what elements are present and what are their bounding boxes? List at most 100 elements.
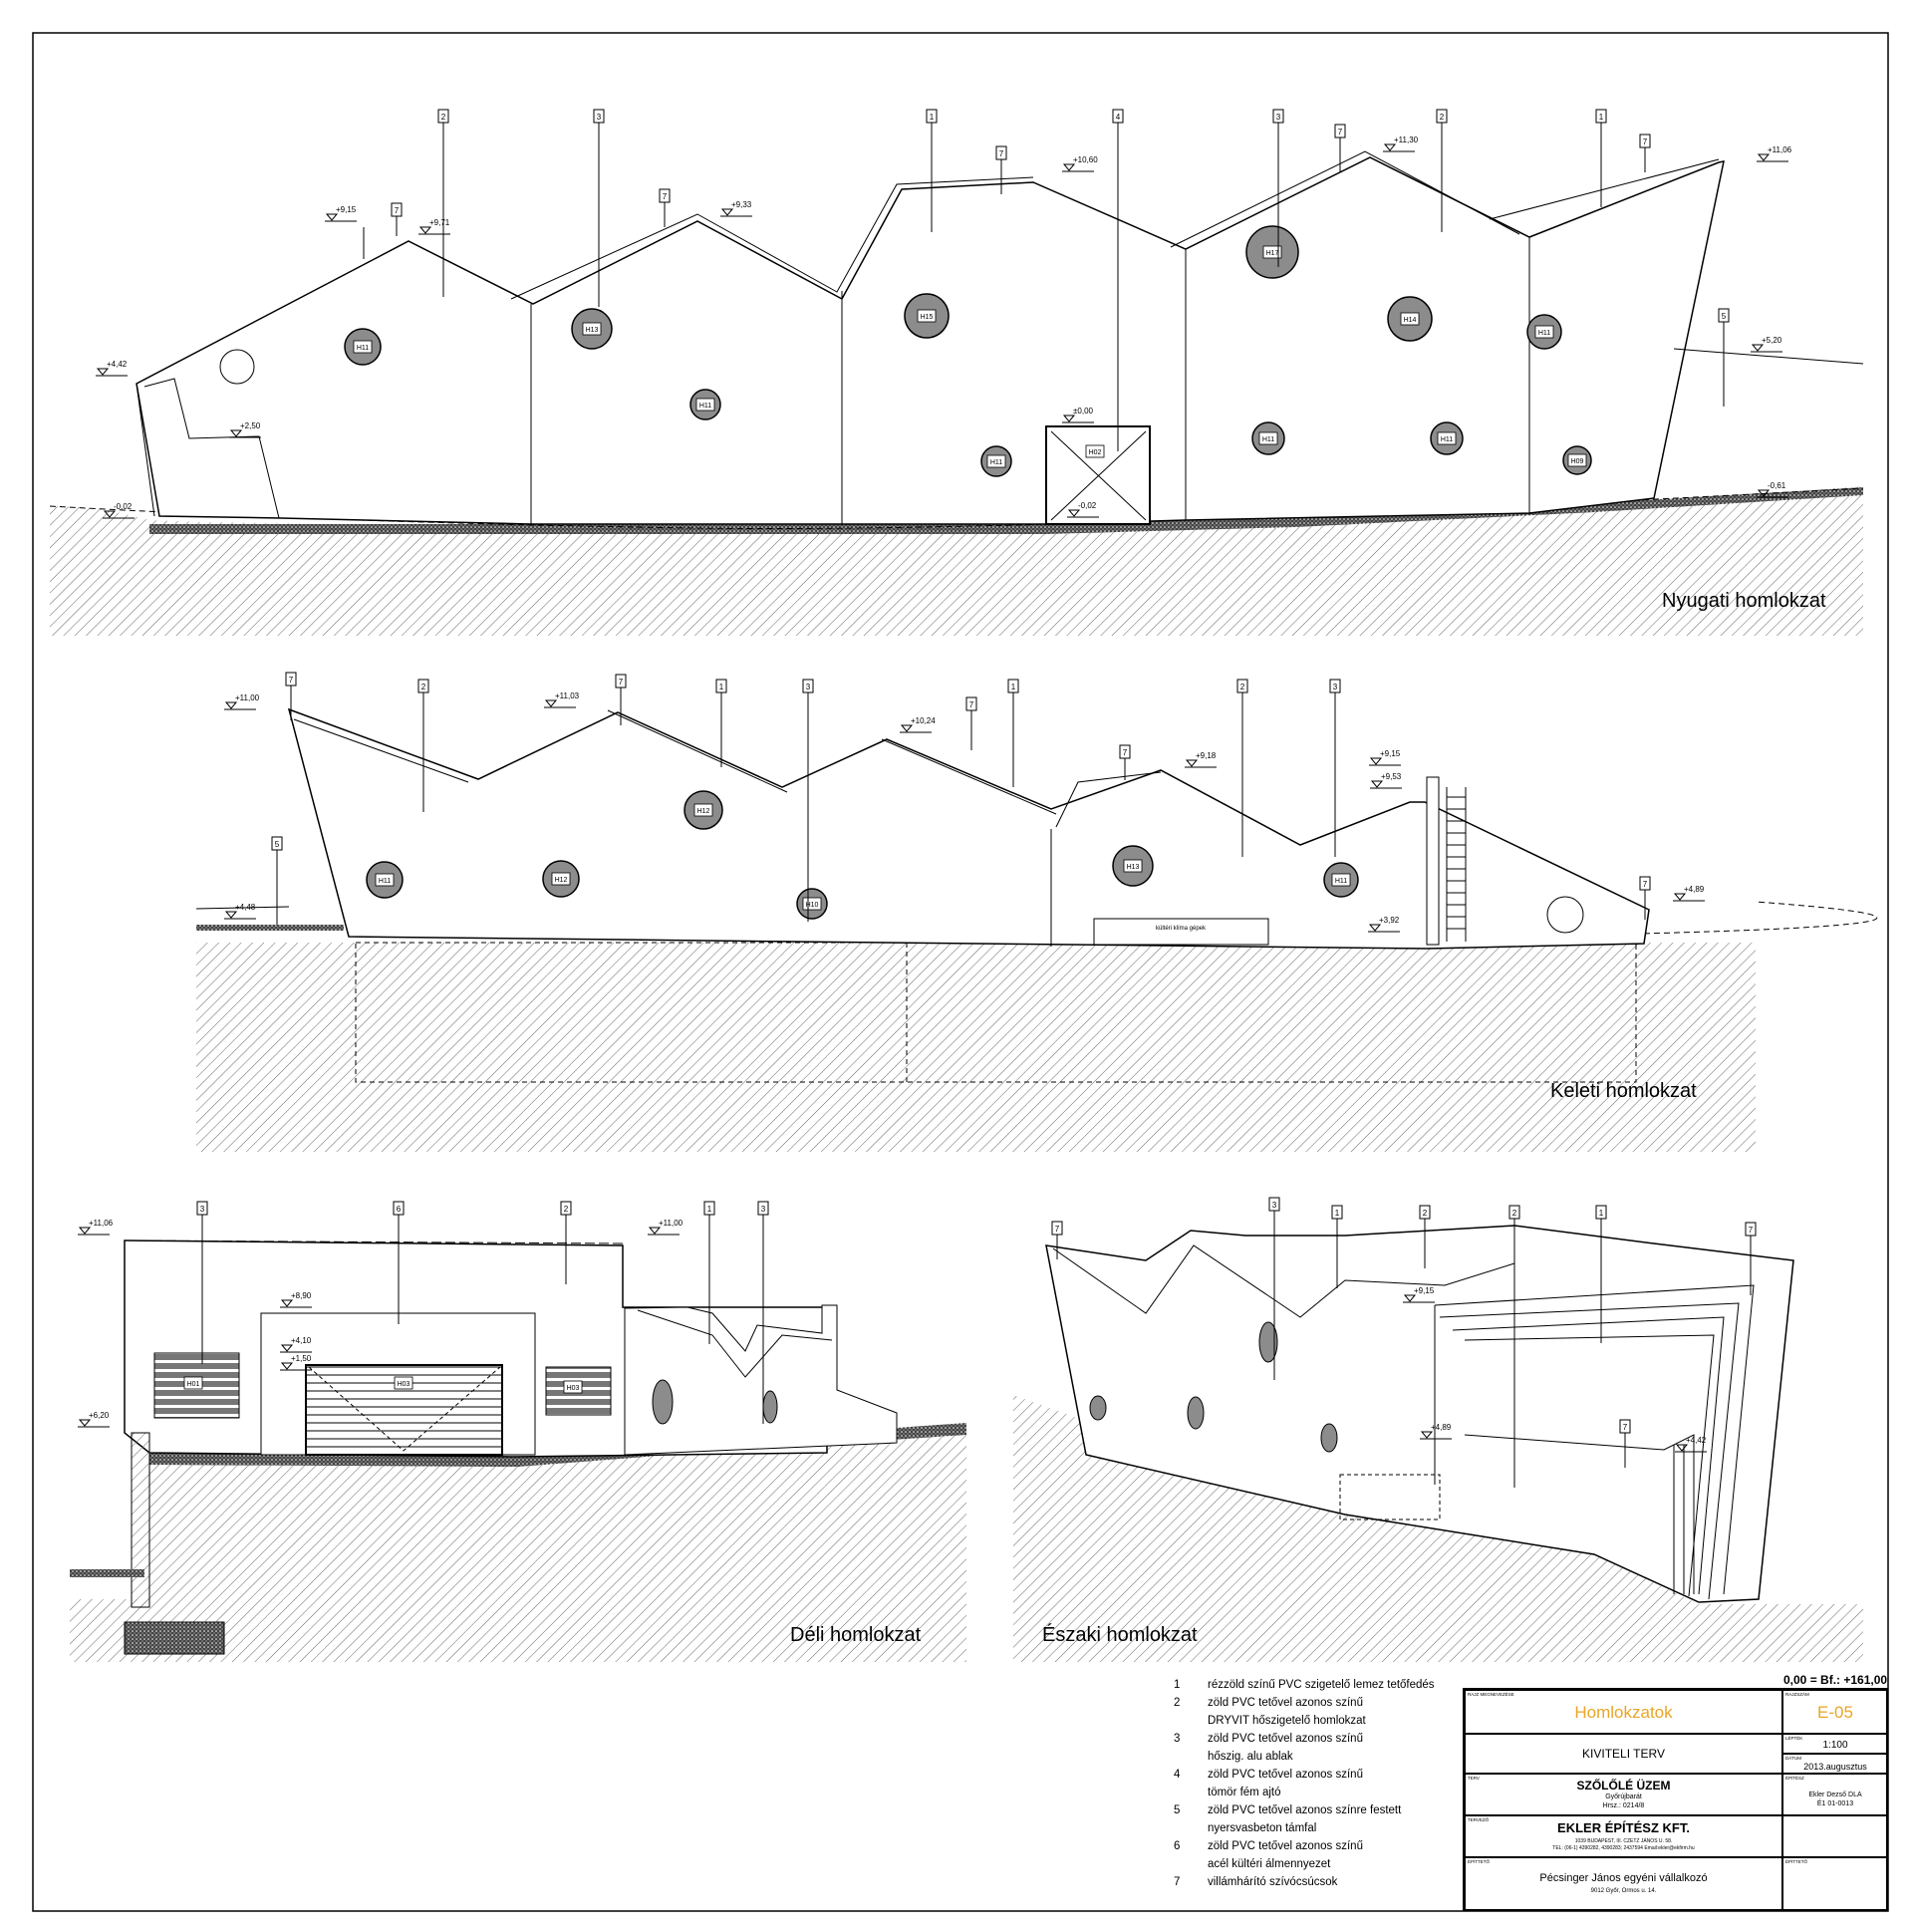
leader-number: 1 bbox=[719, 683, 724, 691]
level-value: +3,92 bbox=[1379, 916, 1400, 925]
material-legend: 1 rézzöld színű PVC szigetelő lemez tetőf… bbox=[1174, 1676, 1448, 1891]
level-marker bbox=[720, 208, 734, 216]
level-marker bbox=[1673, 893, 1687, 901]
window-label: H11 bbox=[699, 403, 711, 410]
level-value: -0,02 bbox=[1078, 501, 1097, 510]
level-marker bbox=[1067, 509, 1081, 517]
tb-drawing-number-cell: RAJZSZÁM E-05 bbox=[1782, 1690, 1888, 1734]
legend-line: tömör fém ajtó bbox=[1208, 1787, 1281, 1798]
leader-number: 7 bbox=[663, 192, 668, 201]
slope-line bbox=[195, 906, 290, 910]
leader-number: 7 bbox=[1643, 880, 1648, 889]
window-label: H13 bbox=[586, 327, 599, 334]
ac-units-note: kültéri klíma gépek bbox=[1156, 926, 1207, 932]
level-value: -0,02 bbox=[114, 502, 133, 511]
leader-number: 7 bbox=[1123, 748, 1128, 757]
level-value: +9,18 bbox=[1196, 751, 1217, 760]
view-east-elevation: kültéri klíma gépek bbox=[195, 707, 1878, 1152]
leader-number: 7 bbox=[1643, 138, 1648, 146]
leader-number: 1 bbox=[1599, 113, 1604, 122]
building-outline bbox=[1045, 1225, 1794, 1603]
level-marker bbox=[229, 429, 243, 437]
window-tag bbox=[394, 1376, 413, 1390]
portal-frame-mid bbox=[1439, 1302, 1740, 1600]
level-value: +11,06 bbox=[89, 1219, 114, 1228]
tb-phase-cell: KIVITELI TERV bbox=[1465, 1734, 1782, 1774]
portal-frame-inner bbox=[1464, 1334, 1715, 1597]
tower bbox=[1426, 776, 1440, 946]
level-value: +11,00 bbox=[659, 1219, 683, 1228]
legend-line: hőszig. alu ablak bbox=[1208, 1751, 1293, 1763]
level-value: -0,61 bbox=[1768, 481, 1786, 490]
scale: 1:100 bbox=[1822, 1740, 1848, 1751]
tb-date-cell: DÁTUM 2013.augusztus bbox=[1782, 1754, 1888, 1774]
level-marker bbox=[1368, 924, 1382, 932]
leader-number: 1 bbox=[1011, 683, 1016, 691]
level-marker bbox=[1403, 1294, 1417, 1302]
level-marker bbox=[1185, 759, 1199, 767]
leader-number: 5 bbox=[1722, 312, 1727, 321]
tb-drawing-name-cell: RAJZ MEGNEVEZÉSE Homlokzatok bbox=[1465, 1690, 1782, 1734]
leader-number: 7 bbox=[1749, 1226, 1754, 1235]
level-marker bbox=[280, 1344, 294, 1352]
window-tag bbox=[986, 454, 1006, 468]
leader-number: 7 bbox=[395, 206, 400, 215]
tb-signer-cell: ÉPÍTÉSZ Ekler Dezső DLA É1 01-0013 bbox=[1782, 1774, 1888, 1815]
level-marker bbox=[1751, 344, 1765, 352]
portal-frame-outer bbox=[1434, 1284, 1755, 1595]
drawing-number: E-05 bbox=[1817, 1703, 1853, 1722]
legend-number: 1 bbox=[1174, 1679, 1181, 1691]
level-value: +4,48 bbox=[235, 903, 256, 912]
ground-band bbox=[196, 925, 344, 931]
level-value: +9,15 bbox=[1414, 1286, 1435, 1295]
window-tag bbox=[1085, 444, 1105, 458]
window-tag bbox=[1262, 245, 1282, 259]
window-label: H11 bbox=[1262, 436, 1274, 443]
level-marker bbox=[1062, 414, 1076, 422]
leader-number: 2 bbox=[564, 1205, 569, 1214]
level-value: +4,89 bbox=[1684, 885, 1705, 894]
ac-units bbox=[1093, 918, 1269, 946]
tb-blank-cell bbox=[1782, 1815, 1888, 1857]
leader-number: 5 bbox=[275, 840, 280, 849]
leader-number: 3 bbox=[1333, 683, 1338, 691]
leader-number: 1 bbox=[1599, 1209, 1604, 1218]
legend-line: zöld PVC tetővel azonos színre festett bbox=[1208, 1804, 1402, 1816]
leader-number: 1 bbox=[930, 113, 935, 122]
legend-line: rézzöld színű PVC szigetelő lemez tetőfe… bbox=[1208, 1679, 1435, 1691]
tb-designer-cell: TERVEZŐ EKLER ÉPÍTÉSZ KFT. 1039 BUDAPEST… bbox=[1465, 1815, 1782, 1857]
window-label: H03 bbox=[398, 1381, 410, 1388]
window-tag bbox=[1437, 431, 1457, 445]
legend-line: DRYVIT hőszigetelő homlokzat bbox=[1208, 1715, 1366, 1727]
level-marker bbox=[1757, 153, 1771, 161]
legend-line: zöld PVC tetővel azonos színű bbox=[1208, 1733, 1363, 1745]
level-marker bbox=[325, 213, 339, 221]
window-tag bbox=[1534, 325, 1554, 339]
designer-address: 1039 BUDAPEST, III. CZETZ JÁNOS U. 58. bbox=[1574, 1838, 1673, 1844]
leader-number: 2 bbox=[1240, 683, 1245, 691]
level-value: ±0,00 bbox=[1073, 407, 1094, 415]
legend-line: zöld PVC tetővel azonos színű bbox=[1208, 1840, 1363, 1852]
level-value: +2,50 bbox=[240, 421, 261, 430]
signer-name: Ekler Dezső DLA bbox=[1808, 1792, 1862, 1798]
leader-number: 2 bbox=[1512, 1209, 1517, 1218]
level-marker bbox=[224, 701, 238, 709]
leader-number: 7 bbox=[289, 676, 294, 685]
window-label: H14 bbox=[1404, 317, 1417, 324]
legend-number: 6 bbox=[1174, 1840, 1181, 1852]
entry-frame bbox=[136, 378, 280, 519]
level-value: +4,89 bbox=[1431, 1423, 1452, 1432]
window-label: H11 bbox=[990, 459, 1002, 466]
leader-number: 7 bbox=[969, 700, 974, 709]
level-value: +9,15 bbox=[1380, 749, 1401, 758]
leader-number: 2 bbox=[441, 113, 446, 122]
level-marker bbox=[648, 1227, 662, 1235]
leader-number: 2 bbox=[1423, 1209, 1428, 1218]
legend-number: 2 bbox=[1174, 1697, 1181, 1709]
leader-number: 3 bbox=[597, 113, 602, 122]
level-value: +4,10 bbox=[291, 1336, 312, 1345]
level-value: +8,90 bbox=[291, 1291, 312, 1300]
